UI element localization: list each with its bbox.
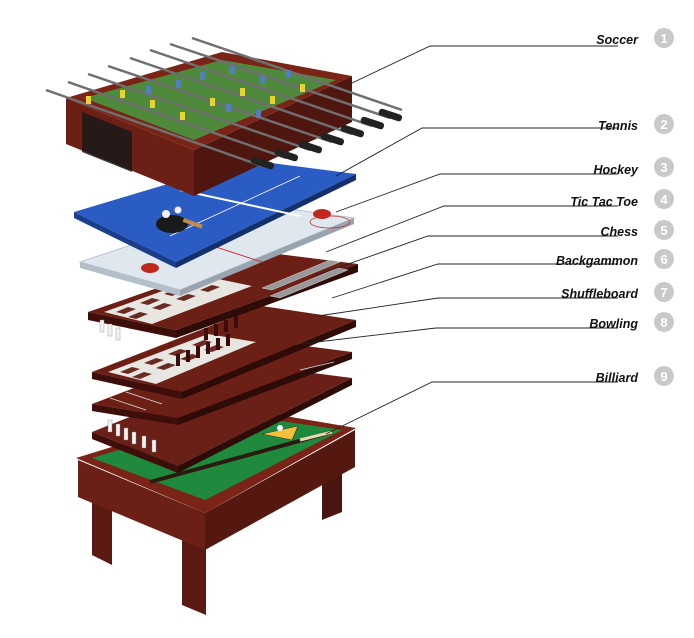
label-row-soccer: Soccer bbox=[596, 30, 648, 50]
tennis-ball-2 bbox=[175, 207, 182, 214]
number-badge-9: 9 bbox=[654, 366, 674, 386]
soccer-table bbox=[46, 38, 403, 196]
label-tic-tac-toe: Tic Tac Toe bbox=[570, 195, 638, 209]
number-badge-8: 8 bbox=[654, 312, 674, 332]
label-soccer: Soccer bbox=[596, 33, 638, 47]
label-row-billiard: Billiard bbox=[596, 368, 648, 388]
hockey-mallet-left bbox=[141, 263, 159, 273]
leader-line-soccer bbox=[350, 46, 618, 84]
label-row-bowling: Bowling bbox=[589, 314, 648, 334]
leader-line-billiard bbox=[326, 382, 618, 434]
label-shuffleboard: Shuffleboard bbox=[561, 287, 638, 301]
number-badge-3: 3 bbox=[654, 157, 674, 177]
leader-line-tic-tac-toe bbox=[326, 206, 618, 252]
label-row-tic-tac-toe: Tic Tac Toe bbox=[570, 192, 648, 212]
label-row-shuffleboard: Shuffleboard bbox=[561, 284, 648, 304]
number-badge-5: 5 bbox=[654, 220, 674, 240]
number-badge-2: 2 bbox=[654, 114, 674, 134]
number-badge-4: 4 bbox=[654, 189, 674, 209]
label-row-chess: Chess bbox=[600, 222, 648, 242]
label-hockey: Hockey bbox=[594, 163, 638, 177]
label-tennis: Tennis bbox=[598, 119, 638, 133]
number-badge-6: 6 bbox=[654, 249, 674, 269]
label-row-backgammon: Backgammon bbox=[556, 251, 648, 271]
label-row-hockey: Hockey bbox=[594, 160, 648, 180]
number-badge-1: 1 bbox=[654, 28, 674, 48]
number-badge-7: 7 bbox=[654, 282, 674, 302]
label-chess: Chess bbox=[600, 225, 638, 239]
label-billiard: Billiard bbox=[596, 371, 638, 385]
tennis-ball bbox=[162, 210, 170, 218]
leader-line-tennis bbox=[336, 128, 618, 176]
label-bowling: Bowling bbox=[589, 317, 638, 331]
label-backgammon: Backgammon bbox=[556, 254, 638, 268]
billiard-cue-ball bbox=[277, 425, 283, 431]
label-row-tennis: Tennis bbox=[598, 116, 648, 136]
